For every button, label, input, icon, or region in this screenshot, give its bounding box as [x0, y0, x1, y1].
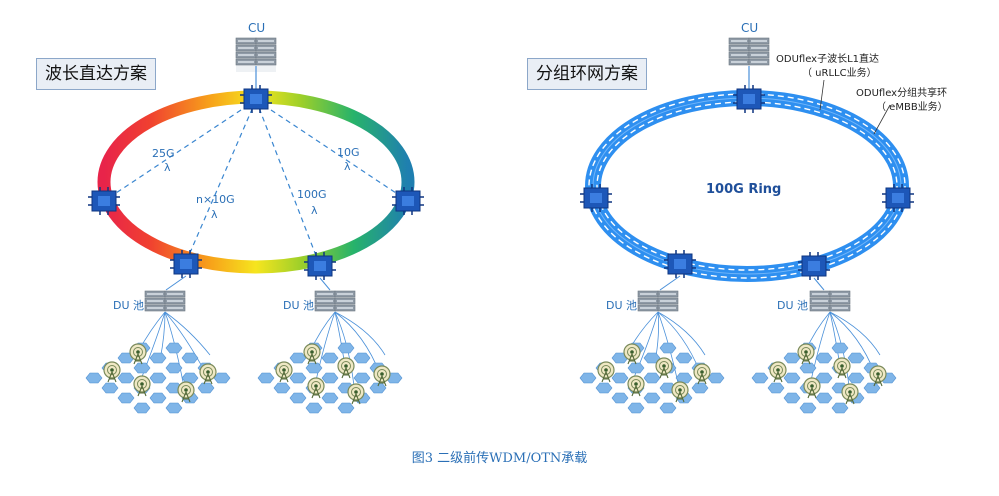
cu-server-rack-icon: [235, 37, 277, 92]
right-scheme: [579, 37, 914, 414]
ring-capacity-label: 100G Ring: [706, 182, 782, 197]
wavelength-links: [103, 99, 409, 267]
router-node-icon: [580, 85, 914, 280]
link-lambda-100g: λ: [311, 204, 318, 217]
du-server-rack-icon: [637, 275, 851, 312]
link-rate-100g: 100G: [297, 188, 327, 201]
left-scheme: [85, 37, 424, 414]
link-rate-25g: 25G: [152, 147, 175, 160]
wavelength-ring: [97, 90, 415, 274]
du-pool-label-right-2: DU 池: [777, 299, 809, 312]
link-lambda-10g: λ: [344, 160, 351, 173]
cu-server-rack-icon: [728, 37, 770, 90]
right-scheme-title: 分组环网方案: [527, 58, 647, 90]
link-lambda-25g: λ: [164, 161, 171, 174]
link-lambda-n10g: λ: [211, 208, 218, 221]
du-pool-label-left-1: DU 池: [113, 299, 145, 312]
embb-note-sub: （ eMBB业务）: [876, 102, 948, 113]
left-scheme-title: 波长直达方案: [36, 58, 156, 90]
link-rate-n10g: n×10G: [196, 193, 235, 206]
du-pool-label-left-2: DU 池: [283, 299, 315, 312]
fiber-lines: [627, 311, 881, 396]
embb-note-title: ODUflex分组共享环: [856, 88, 948, 99]
du-server-rack-icon: [144, 275, 356, 312]
figure-caption: 图3 二级前传WDM/OTN承载: [411, 451, 588, 466]
cu-label-right: CU: [741, 21, 759, 35]
urllc-note-sub: （ uRLLC业务）: [802, 68, 877, 79]
router-node-icon: [88, 85, 424, 280]
cu-label-left: CU: [248, 21, 266, 35]
link-rate-10g: 10G: [337, 146, 360, 159]
urllc-note-title: ODUflex子波长L1直达: [776, 54, 880, 65]
du-pool-label-right-1: DU 池: [606, 299, 638, 312]
